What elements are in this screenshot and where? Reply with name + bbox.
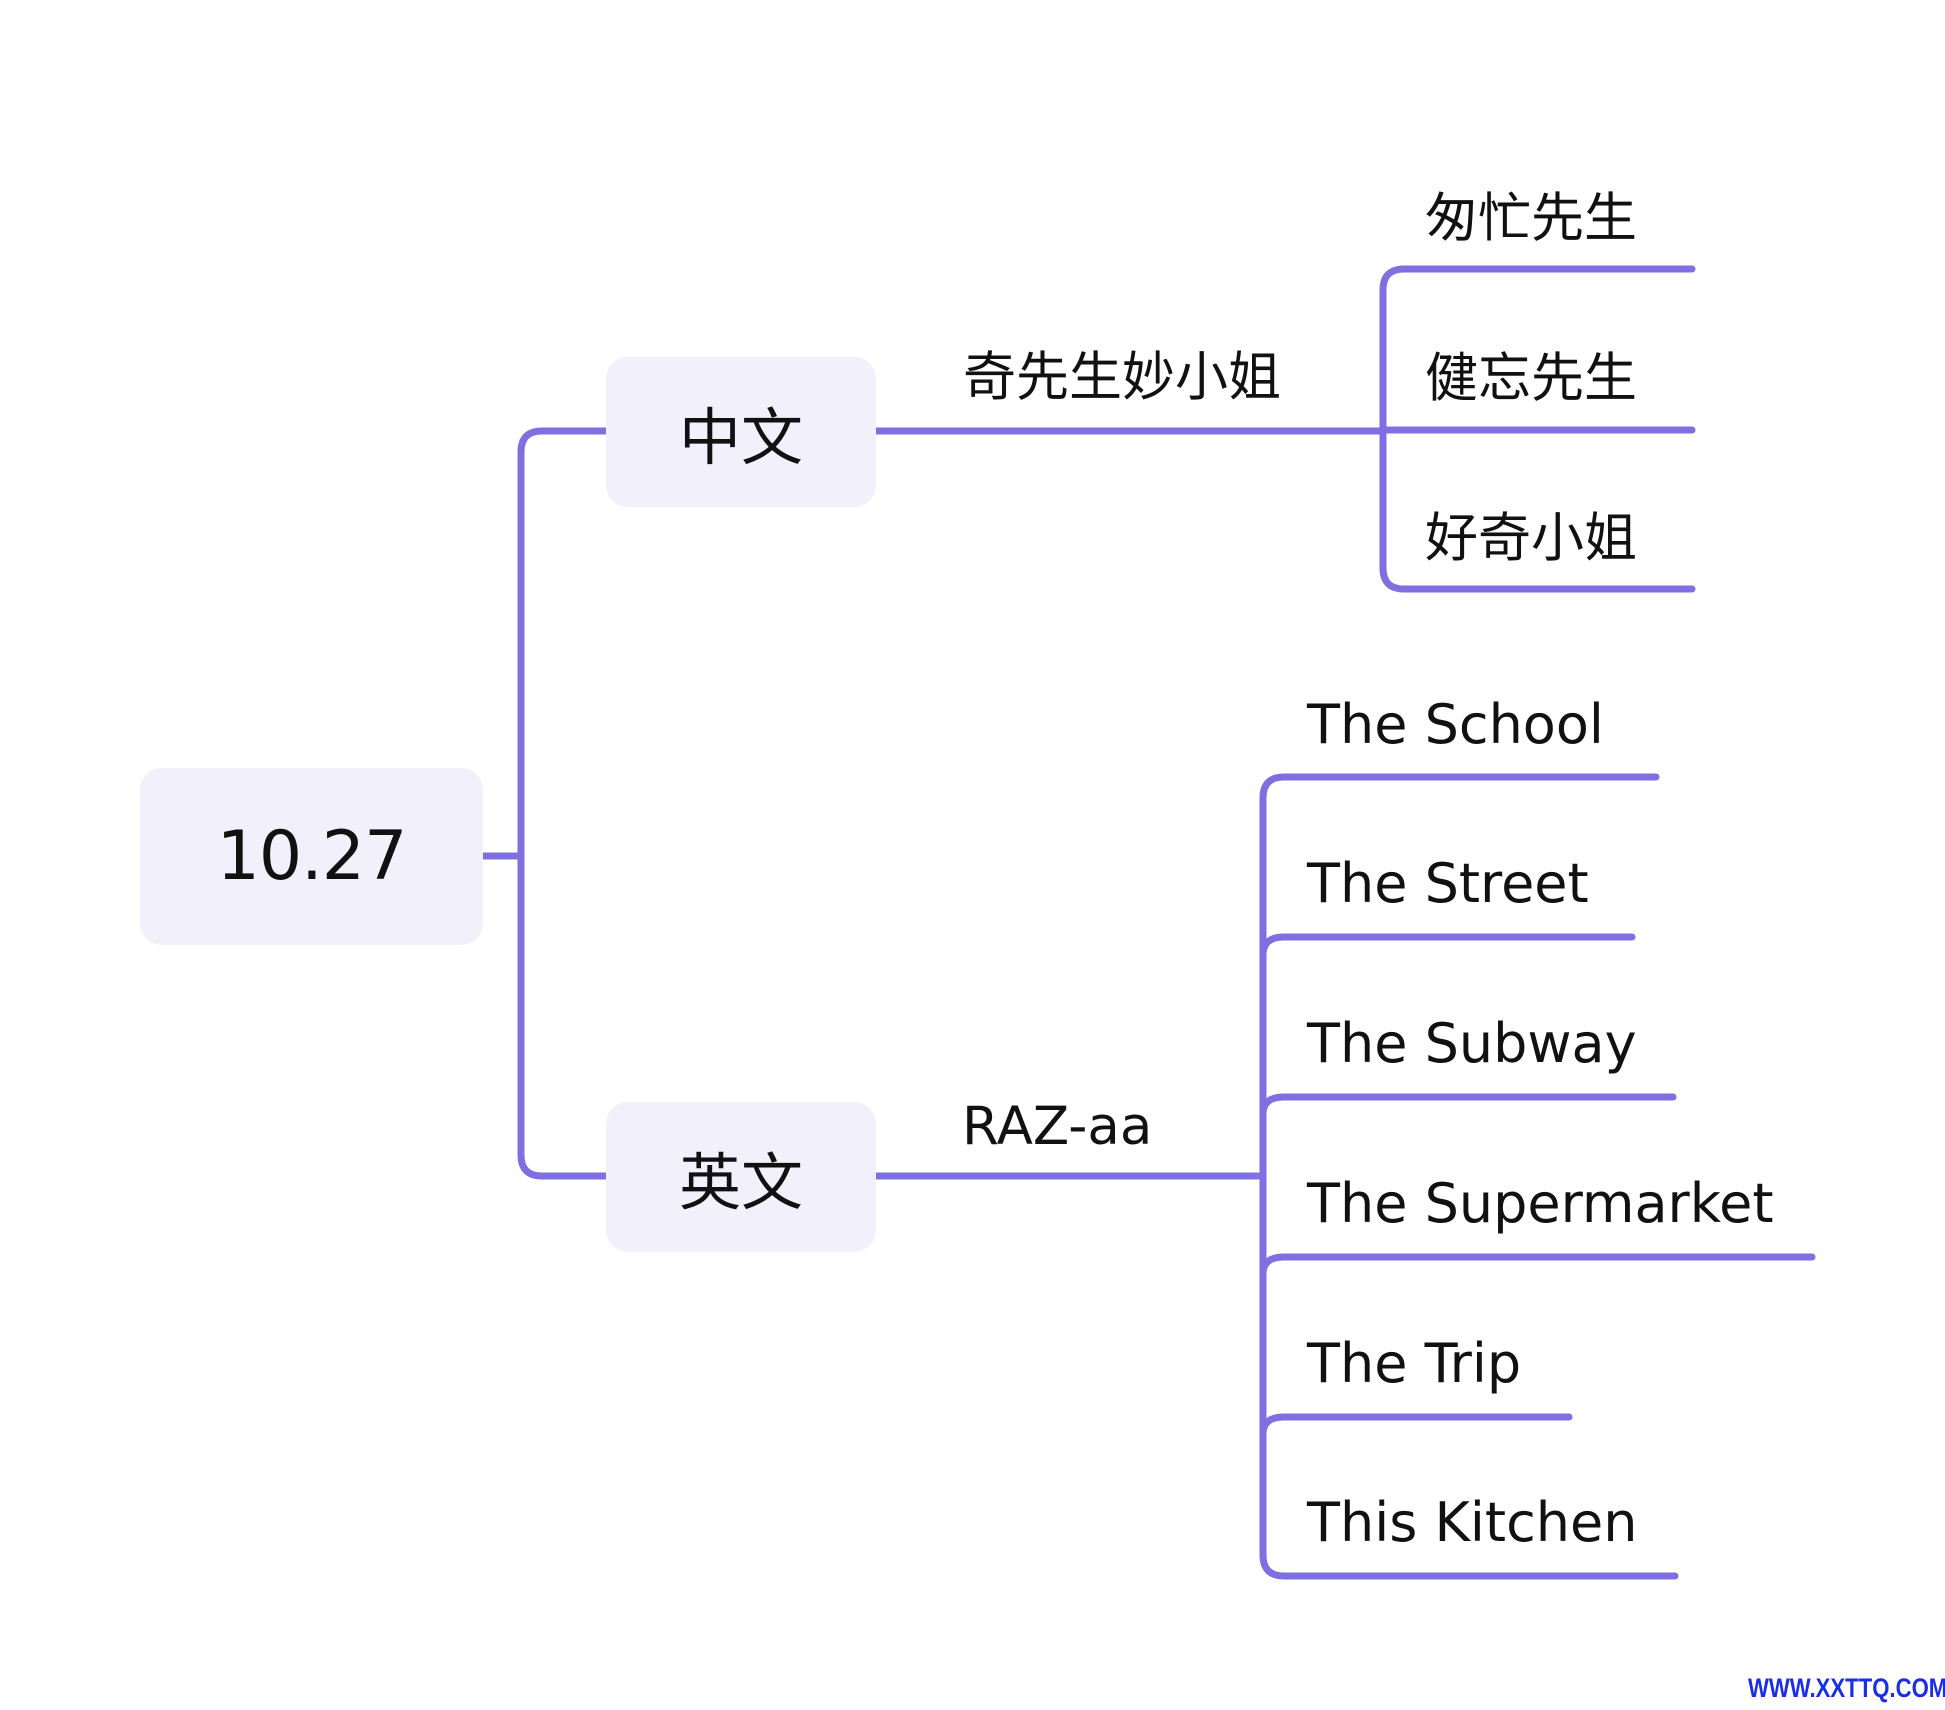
branch-node-chinese[interactable]: 中文 [606,357,876,507]
leaf-english-5[interactable]: The Trip [1307,1332,1522,1395]
subtopic-label-chinese[interactable]: 奇先生妙小姐 [963,347,1281,408]
english-leaf-underline-3 [1259,1093,1677,1118]
subtopic-label-english[interactable]: RAZ-aa [962,1096,1153,1157]
branch-label-english: 英文 [678,1146,803,1219]
branch-node-english[interactable]: 英文 [606,1102,876,1252]
english-leaf-underline-2 [1259,933,1636,959]
leaf-english-2[interactable]: The Street [1307,852,1589,915]
watermark-text: WWW.XXTTQ.COM [1748,1673,1945,1703]
english-leaf-underline-5 [1259,1413,1573,1438]
root-node[interactable]: 10.27 [140,768,483,945]
main-spine [517,427,610,1180]
leaf-chinese-1[interactable]: 匆忙先生 [1425,188,1637,249]
english-leaf-spine [1259,773,1679,1580]
leaf-english-1[interactable]: The School [1307,693,1604,756]
leaf-chinese-2[interactable]: 健忘先生 [1425,348,1637,409]
branch-label-chinese: 中文 [678,401,803,474]
english-leaf-underline-4 [1259,1253,1816,1278]
root-label: 10.27 [216,817,408,896]
leaf-english-3[interactable]: The Subway [1307,1012,1637,1075]
leaf-english-4[interactable]: The Supermarket [1307,1172,1774,1235]
leaf-chinese-3[interactable]: 好奇小姐 [1425,508,1637,569]
leaf-english-6[interactable]: This Kitchen [1307,1491,1638,1554]
